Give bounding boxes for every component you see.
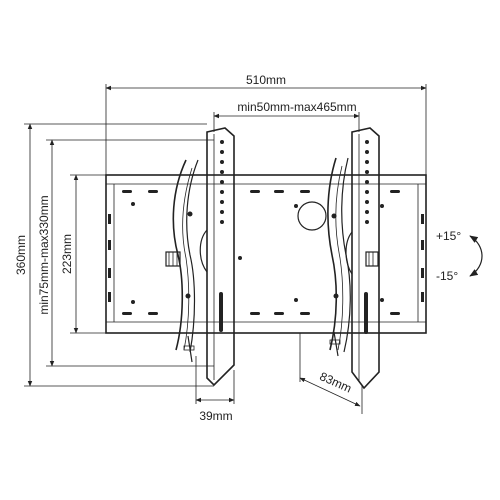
dim-depth-label: 83mm bbox=[318, 369, 354, 395]
left-safety-screw bbox=[183, 335, 195, 363]
dim-overall-width-label: 510mm bbox=[246, 73, 286, 87]
dim-overall-width: 510mm bbox=[105, 73, 427, 175]
dim-vesa-vertical-label: min75mm-max330mm bbox=[37, 195, 51, 314]
wall-plate bbox=[105, 174, 427, 334]
right-bracket bbox=[327, 127, 380, 390]
left-strap-holes bbox=[219, 140, 224, 332]
left-bracket bbox=[165, 127, 235, 387]
right-strap-holes bbox=[364, 140, 369, 334]
right-safety-screw bbox=[329, 331, 341, 357]
dim-vesa-horizontal-label: min50mm-max465mm bbox=[237, 100, 356, 114]
dim-arm-width: 39mm bbox=[195, 356, 235, 423]
tilt-indicator: +15° -15° bbox=[436, 229, 483, 283]
dim-vesa-vertical: min75mm-max330mm bbox=[37, 139, 214, 367]
dim-overall-height: 360mm bbox=[14, 123, 214, 387]
dim-plate-height-label: 223mm bbox=[60, 234, 74, 274]
tilt-down-label: -15° bbox=[436, 269, 458, 283]
plate-center-cutout bbox=[297, 201, 327, 231]
dim-arm-width-label: 39mm bbox=[199, 409, 232, 423]
plate-slots-top bbox=[122, 190, 400, 193]
right-knob bbox=[365, 251, 379, 267]
plate-holes bbox=[108, 202, 424, 304]
left-knob bbox=[165, 251, 181, 267]
plate-slots-bottom bbox=[122, 312, 400, 315]
dim-plate-height: 223mm bbox=[60, 174, 106, 334]
dim-vesa-horizontal: min50mm-max465mm bbox=[213, 100, 360, 132]
dim-overall-height-label: 360mm bbox=[14, 235, 28, 275]
tilt-up-label: +15° bbox=[436, 229, 461, 243]
